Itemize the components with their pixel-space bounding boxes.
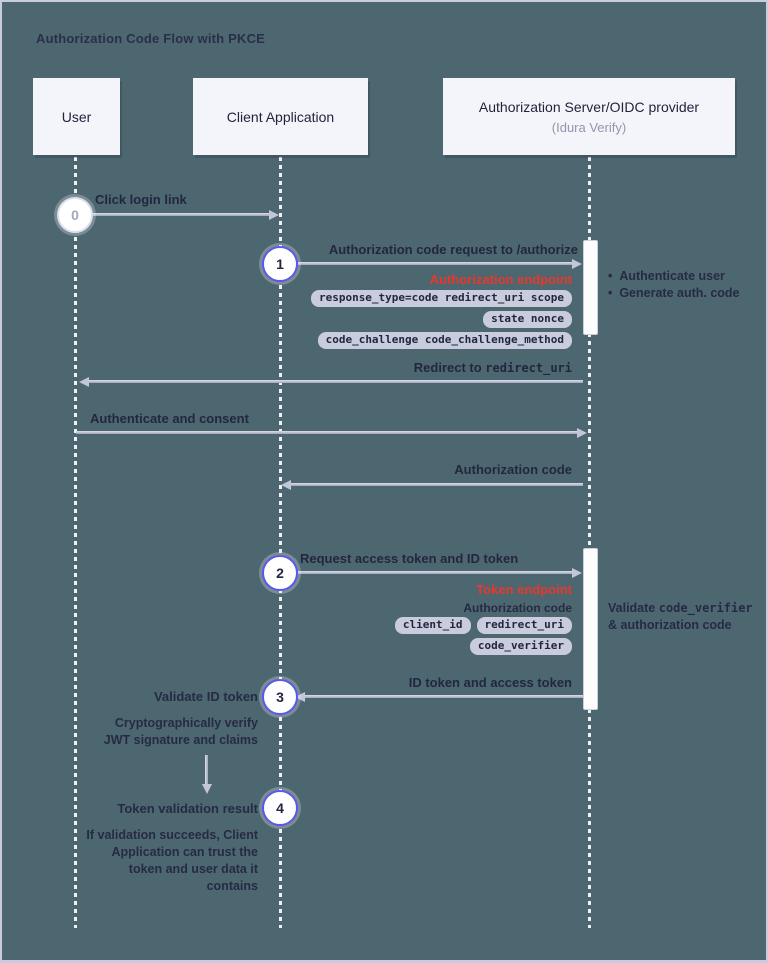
client-note-result: If validation succeeds, Client Applicati… [30,827,258,895]
param-badge-redirect-uri: redirect_uri [476,617,572,634]
arrow-request-tokens [298,571,573,574]
param-row: response_type=code redirect_uri scope [310,290,572,307]
diagram-title: Authorization Code Flow with PKCE [36,31,266,46]
note-line: Validate code_verifier [608,600,753,617]
token-endpoint-label: Token endpoint [476,582,572,597]
note-line: Cryptographically verify [114,716,258,730]
actor-server-label: Authorization Server/OIDC provider [478,98,700,115]
note-line: contains [206,879,258,893]
validate-text: Validate [608,601,659,615]
lifeline-client [279,157,282,928]
message-authenticate-consent: Authenticate and consent [90,411,249,426]
arrow-id-access-token [304,695,583,698]
client-note-crypto: Cryptographically verify JWT signature a… [30,715,258,749]
param-row: client_id redirect_uri [394,617,572,634]
redirect-uri-code: redirect_uri [485,361,572,375]
token-params-label: Authorization code [463,601,572,615]
message-authorization-code: Authorization code [454,462,572,477]
code-verifier-code: code_verifier [658,601,753,615]
actor-client-label: Client Application [226,108,335,125]
actor-user: User [33,78,120,155]
arrow-click-login [92,213,270,216]
down-arrow [205,755,208,785]
arrow-auth-code-request [298,262,573,265]
server-note-validate: Validate code_verifier & authorization c… [608,600,753,634]
message-id-access-token: ID token and access token [408,675,572,690]
client-note-token-validation-result: Token validation result [117,801,258,816]
lifeline-user [74,157,77,928]
lifeline-server [588,157,591,928]
arrow-redirect [88,380,583,383]
param-row: code_verifier [469,638,572,655]
note-line: token and user data it [128,862,258,876]
param-badge-code-verifier: code_verifier [469,638,572,655]
arrow-authenticate-consent [76,431,578,434]
note-line: If validation succeeds, Client [86,828,258,842]
step-circle-1: 1 [262,246,298,282]
step-circle-4: 4 [262,790,298,826]
message-redirect: Redirect to redirect_uri [300,360,572,375]
message-request-tokens: Request access token and ID token [300,551,519,566]
actor-server: Authorization Server/OIDC provider (Idur… [443,78,735,155]
message-auth-code-request: Authorization code request to /authorize [328,242,578,257]
authorize-request-params: response_type=code redirect_uri scope st… [300,290,572,349]
param-row: state nonce [483,311,572,328]
message-click-login: Click login link [95,192,187,207]
param-badge-client-id: client_id [394,617,471,634]
step-circle-2: 2 [262,555,298,591]
authorization-endpoint-label: Authorization endpoint [429,272,572,287]
step-circle-3: 3 [262,679,298,715]
redirect-text: Redirect to [413,360,486,375]
actor-client: Client Application [193,78,368,155]
server-activation-authorize [583,240,598,335]
param-badge-code-challenge: code_challenge code_challenge_method [317,332,572,349]
note-line: Authenticate user [608,268,740,285]
token-request-params: client_id redirect_uri code_verifier [300,617,572,655]
client-note-validate-id-token: Validate ID token [153,689,258,704]
actor-server-sublabel: (Idura Verify) [551,119,627,135]
actor-user-label: User [61,108,92,125]
param-badge-state-nonce: state nonce [483,311,572,328]
note-line: Application can trust the [111,845,258,859]
server-note-authenticate: Authenticate user Generate auth. code [608,268,740,302]
note-line: Generate auth. code [608,285,739,302]
server-activation-token [583,548,598,710]
param-badge-response-type: response_type=code redirect_uri scope [310,290,572,307]
arrow-authorization-code [290,483,583,486]
note-line: JWT signature and claims [103,733,258,747]
param-row: code_challenge code_challenge_method [317,332,572,349]
step-circle-0: 0 [57,197,93,233]
note-line: & authorization code [608,618,732,632]
